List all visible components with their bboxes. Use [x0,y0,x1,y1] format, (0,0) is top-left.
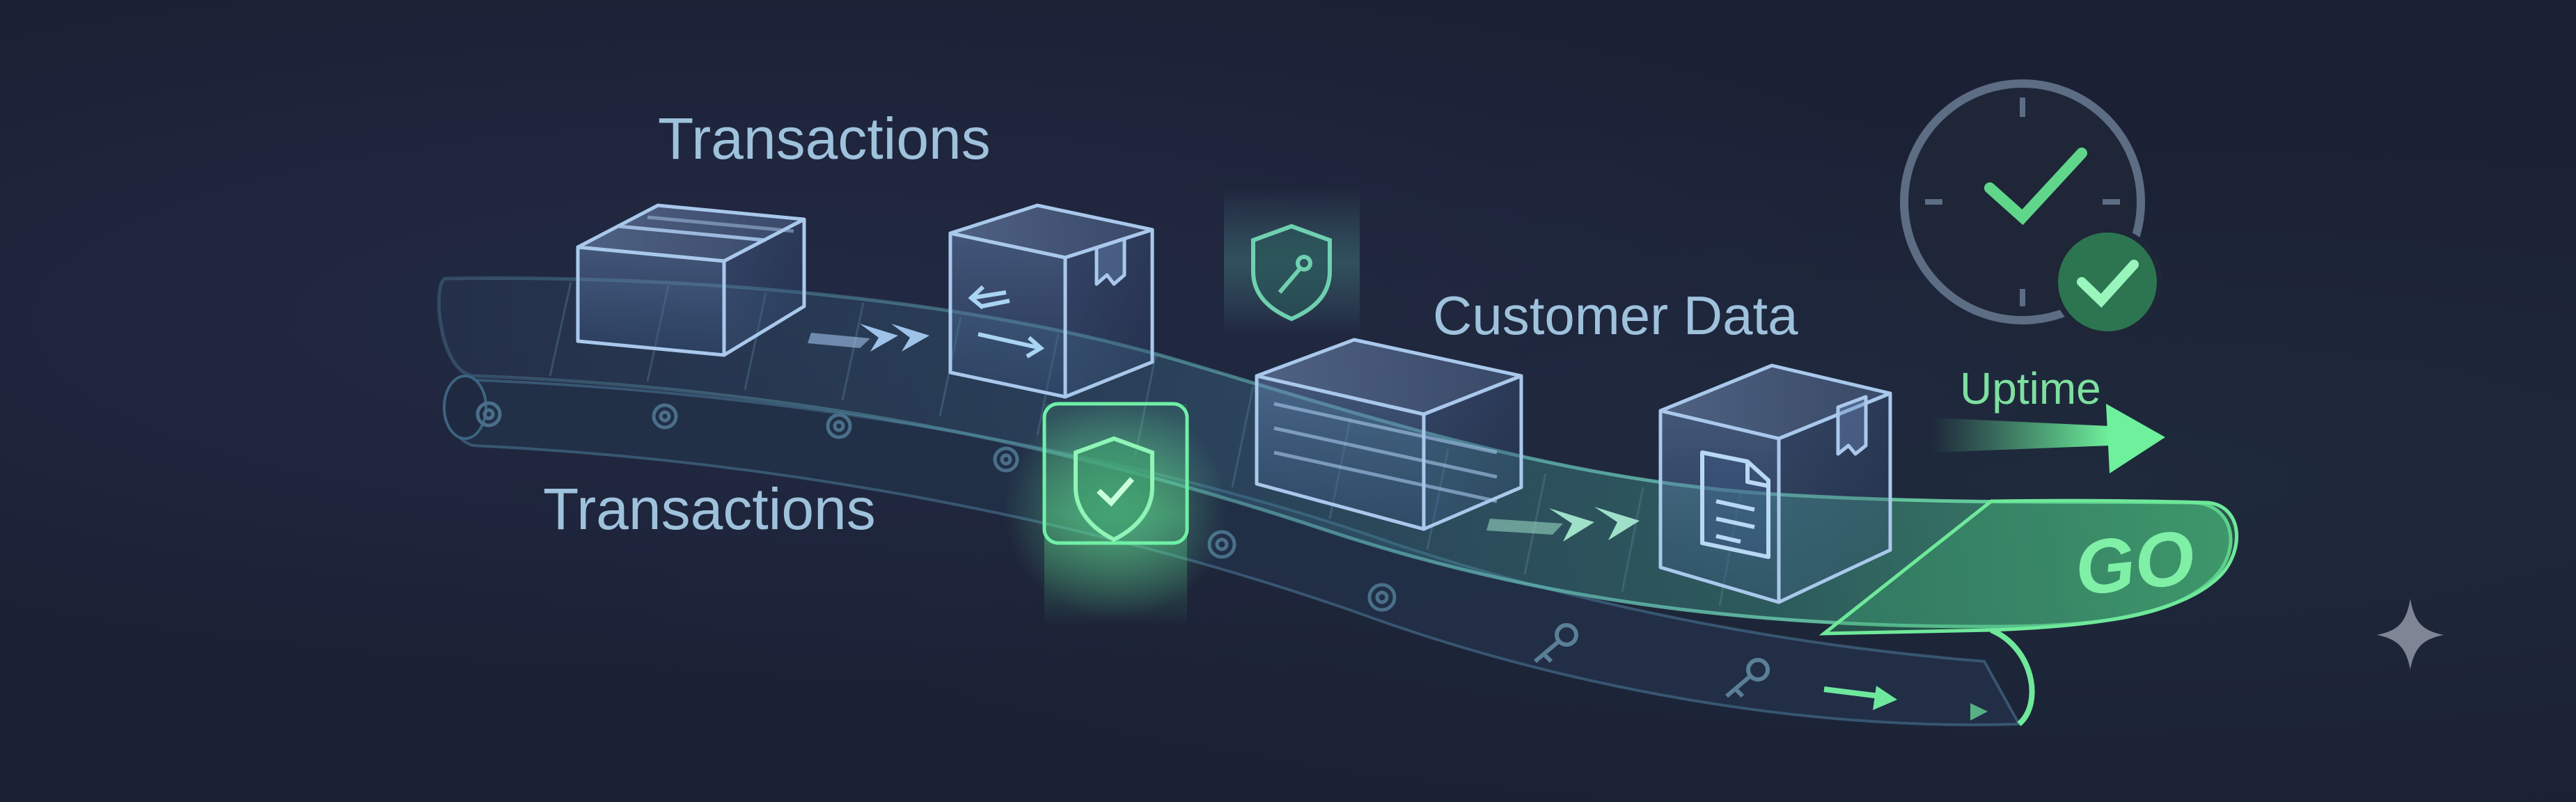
chevron-arrows-icon [1486,507,1640,542]
box-icon [948,203,1154,399]
shield-check-icon [1074,436,1154,542]
gear-icon [476,401,502,427]
transactions-bottom-label: Transactions [543,476,876,542]
belt-left-roller [443,375,487,440]
uptime-arrow [1932,404,2165,473]
check-badge-icon [2052,227,2162,337]
shield-check-beam [1004,397,1227,627]
belt-right-roller [1990,627,2035,727]
box-icon [576,203,806,357]
box-icon [1658,363,1892,604]
key-icon [1725,658,1770,698]
chevron-arrows-icon [808,324,929,352]
swap-arrows-icon [968,285,1045,359]
chevron-arrows-icon [1823,686,1988,721]
sparkle-icon [2377,599,2444,670]
gear-icon [826,413,852,439]
transactions-top-label: Transactions [658,106,991,171]
go-panel [1819,498,2238,636]
shield-wrench-icon [1251,223,1332,322]
layers-icon [1255,338,1523,531]
uptime-label: Uptime [1960,363,2101,414]
gear-icon [1367,583,1397,612]
go-label: GO [2071,514,2199,612]
gear-icon [652,403,678,430]
key-icon [1534,623,1578,663]
document-icon [1700,450,1770,559]
customer-data-label: Customer Data [1433,285,1798,346]
shield-wrench-beam [1224,188,1360,334]
